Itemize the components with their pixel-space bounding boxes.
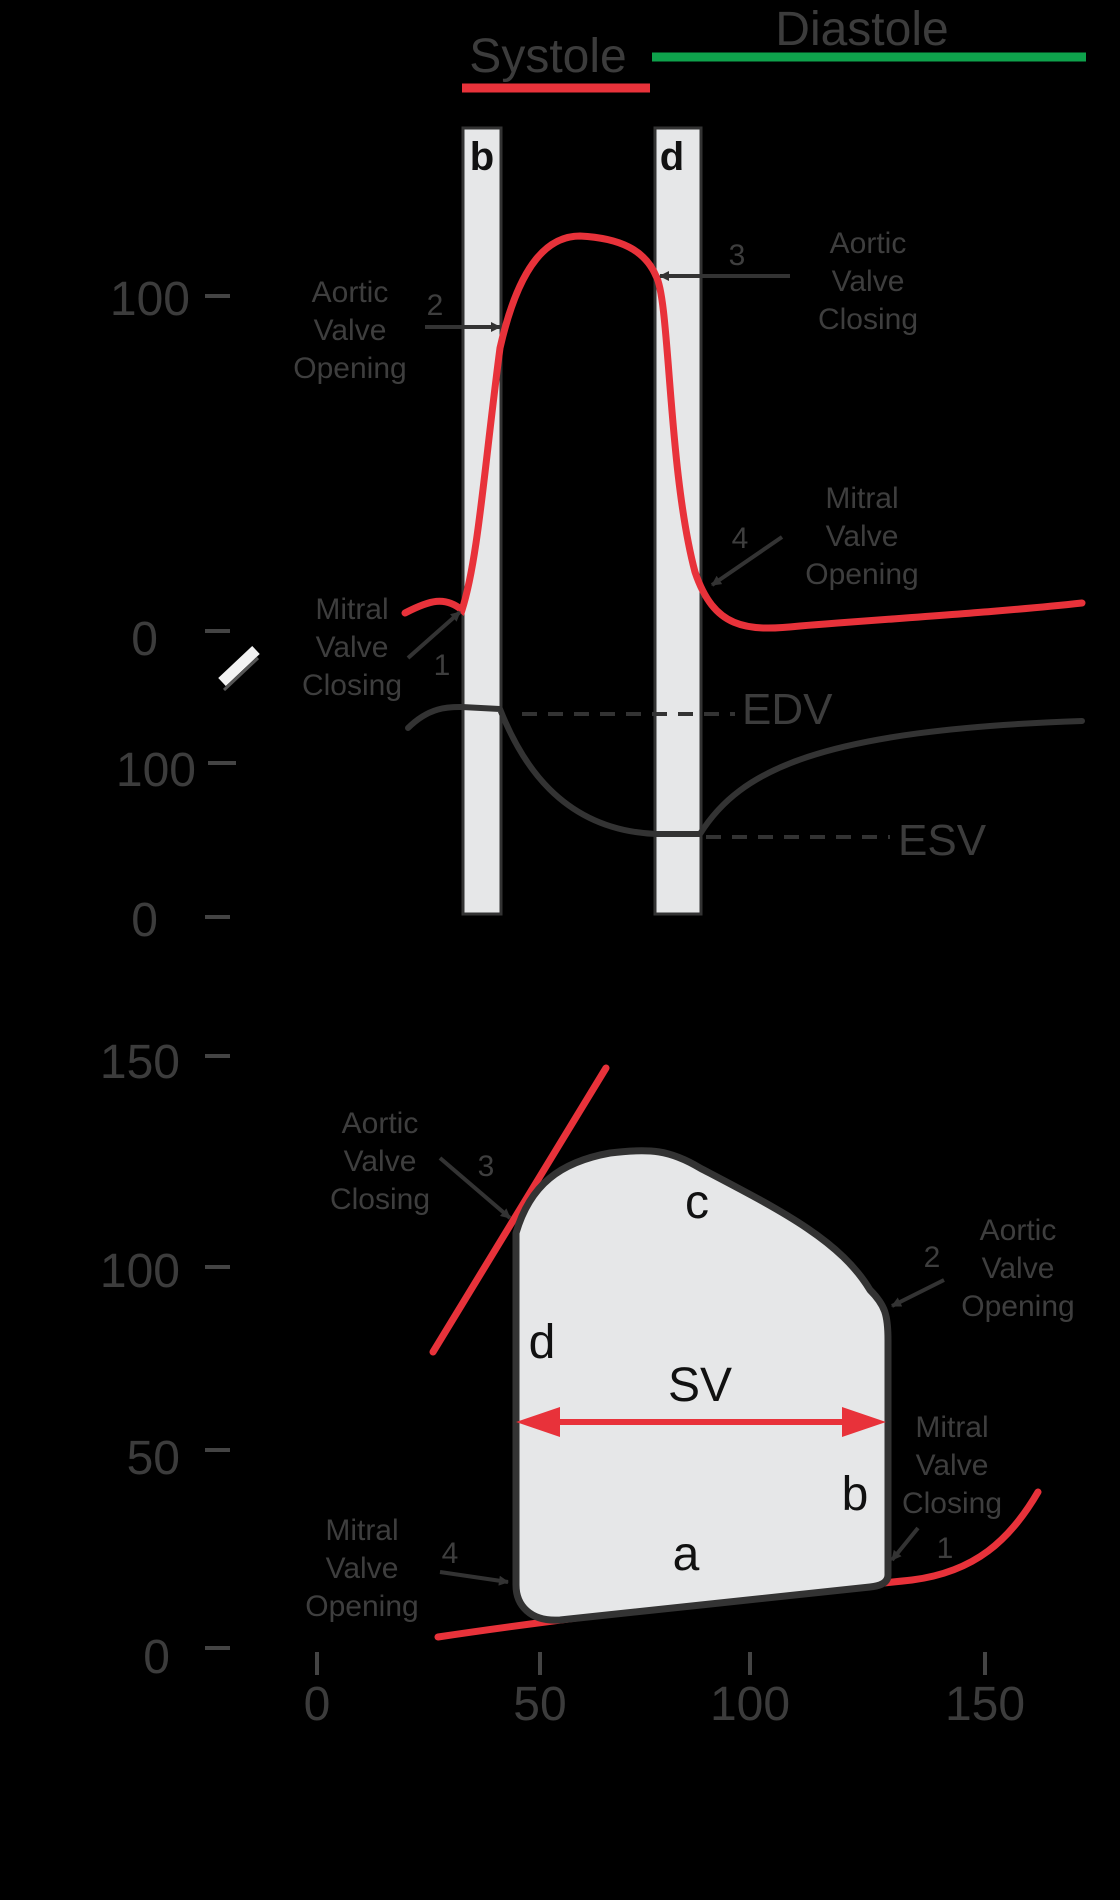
systole-label: Systole [469,30,626,83]
top-m1-number: 1 [434,649,451,682]
pv-x-tick-0: 0 [304,1678,331,1731]
top-m4-arrow [710,535,784,587]
pv-y-tick-0: 0 [143,1631,170,1684]
top-m3-line-1: Aortic [830,227,907,260]
pv-m1-number: 1 [937,1532,954,1565]
top-m4-line-2: Valve [826,520,899,553]
pv-m3-line-2: Valve [344,1145,417,1178]
espvr-line [429,1064,610,1356]
top-m2-line-3: Opening [293,352,406,385]
axis-break-mark-shadow [222,656,260,692]
segment-c-label: c [685,1176,709,1229]
pv-x-tick-50: 50 [513,1678,566,1731]
pv-m1-line-1: Mitral [915,1411,988,1444]
pv-x-tick-100: 100 [710,1678,790,1731]
top-m4-line-3: Opening [805,558,918,591]
pv-m2-arrow [891,1278,945,1308]
pv-marker-aortic-closing: Aortic Valve Closing 3 [330,1107,512,1220]
top-m3-line-3: Closing [818,303,918,336]
segment-b-label: b [842,1468,869,1521]
pv-m1-line-2: Valve [916,1449,989,1482]
pv-m4-line-2: Valve [326,1552,399,1585]
volume-tick-100: 100 [116,744,196,797]
sv-label: SV [668,1359,732,1412]
pv-m4-line-3: Opening [305,1590,418,1623]
top-m1-arrow [406,610,462,660]
esv-label: ESV [898,816,987,865]
band-d [653,126,703,916]
pv-m4-number: 4 [442,1537,459,1570]
top-m4-number: 4 [732,522,749,555]
top-m3-line-2: Valve [832,265,905,298]
diastole-label: Diastole [775,3,948,56]
top-m1-line-3: Closing [302,669,402,702]
volume-tick-0: 0 [131,894,158,947]
pv-m1-arrow [890,1526,920,1562]
pv-m3-line-1: Aortic [342,1107,419,1140]
band-d-label: d [660,135,684,179]
pressure-curve [401,232,1086,632]
band-b-label: b [470,135,494,179]
top-m2-line-2: Valve [314,314,387,347]
pv-m3-arrow [438,1156,512,1220]
pressure-tick-0: 0 [131,613,158,666]
pv-m2-number: 2 [924,1241,941,1274]
top-m4-line-1: Mitral [825,482,898,515]
axis-break-mark [218,645,260,687]
sv-arrow-left-head [516,1407,560,1437]
pv-m3-number: 3 [478,1150,495,1183]
pv-marker-mitral-opening: Mitral Valve Opening 4 [305,1514,509,1623]
top-m1-line-1: Mitral [315,593,388,626]
segment-d-label: d [529,1316,556,1369]
pressure-tick-100: 100 [110,273,190,326]
top-m2-number: 2 [427,289,444,322]
pv-m2-line-2: Valve [982,1252,1055,1285]
top-m3-number: 3 [729,239,746,272]
pv-m4-arrow [439,1570,509,1586]
top-m1-line-2: Valve [316,631,389,664]
pv-m4-line-1: Mitral [325,1514,398,1547]
top-marker-mitral-closing: Mitral Valve Closing 1 [302,593,462,702]
sv-arrow-right-head [842,1407,886,1437]
pv-x-tick-150: 150 [945,1678,1025,1731]
pv-loop [512,1147,892,1624]
pv-y-tick-100: 100 [100,1245,180,1298]
pv-marker-mitral-closing: Mitral Valve Closing 1 [890,1411,1002,1565]
pv-m1-line-3: Closing [902,1487,1002,1520]
pv-marker-aortic-opening: Aortic Valve Opening 2 [891,1214,1075,1323]
pv-y-tick-150: 150 [100,1036,180,1089]
top-m2-line-1: Aortic [312,276,389,309]
edv-label: EDV [742,685,833,734]
pv-m2-line-3: Opening [961,1290,1074,1323]
top-marker-aortic-closing: Aortic Valve Closing 3 [659,227,918,336]
volume-curve [405,703,1085,837]
segment-a-label: a [673,1528,700,1581]
top-marker-aortic-opening: Aortic Valve Opening 2 [293,276,501,385]
pv-m3-line-3: Closing [330,1183,430,1216]
pv-y-tick-50: 50 [127,1432,180,1485]
pv-m2-line-1: Aortic [980,1214,1057,1247]
top-marker-mitral-opening: Mitral Valve Opening 4 [710,482,919,591]
